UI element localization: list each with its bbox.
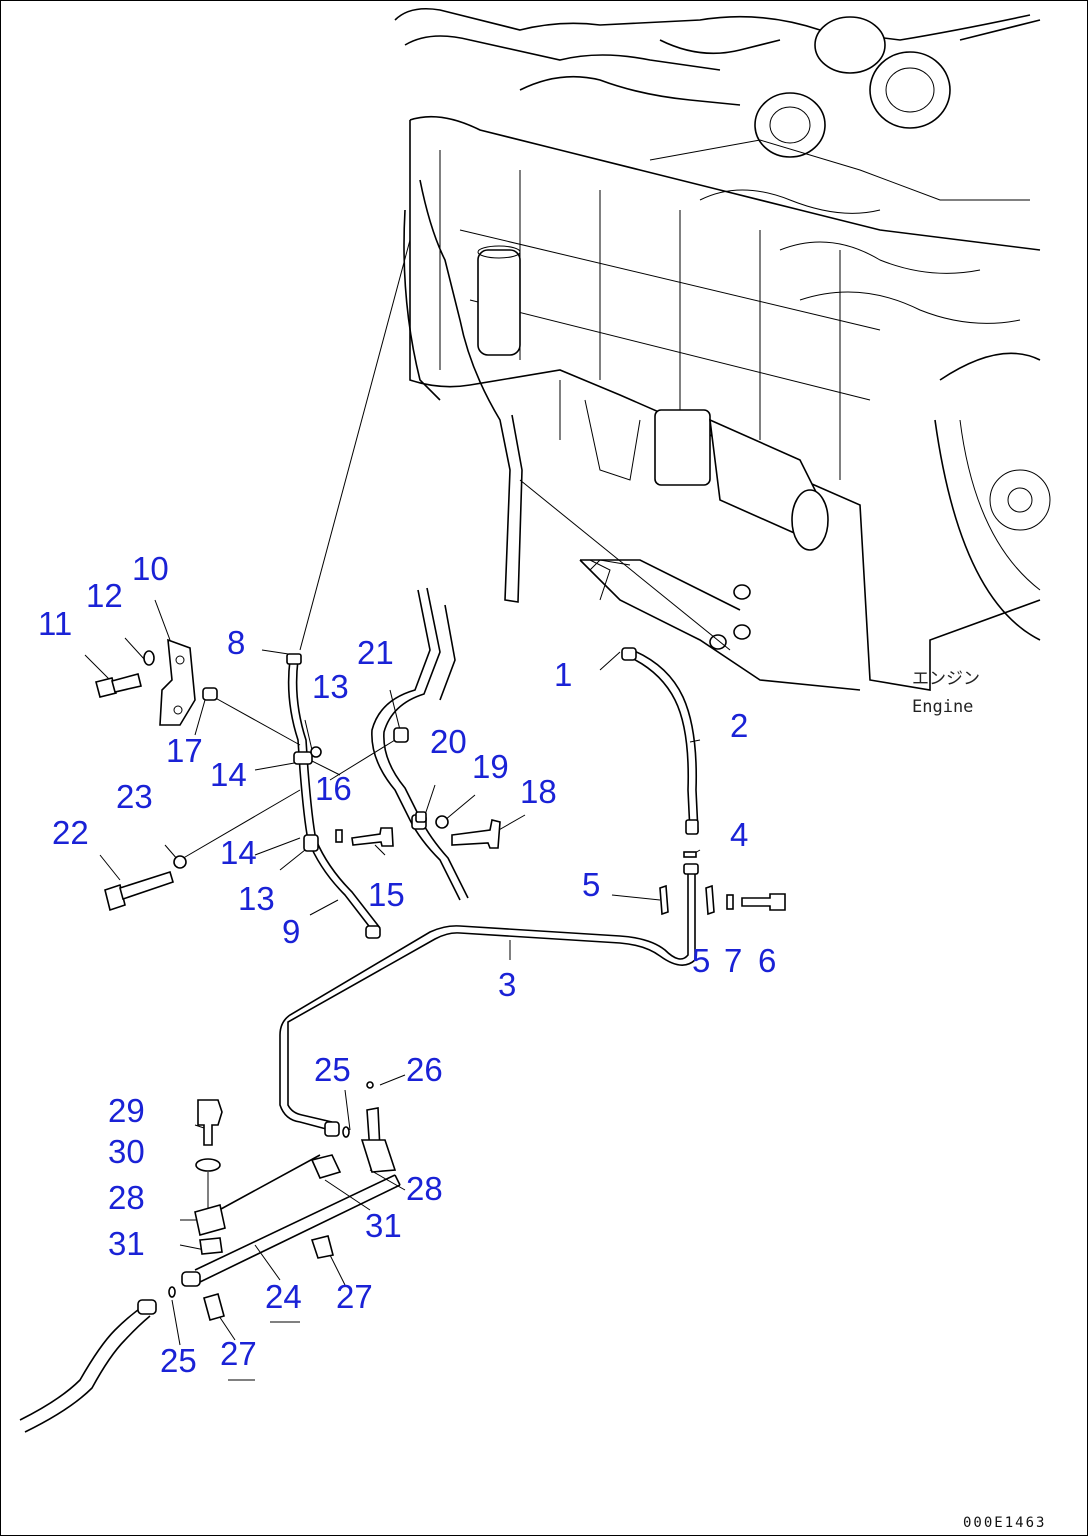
callout-12: 12 bbox=[86, 577, 123, 614]
callout-13b: 13 bbox=[238, 880, 275, 917]
callout-21: 21 bbox=[357, 634, 394, 671]
o-ring-part-25a bbox=[342, 1126, 350, 1138]
callout-14b: 14 bbox=[220, 834, 257, 871]
washer-part-23 bbox=[173, 855, 187, 869]
engine-illustration bbox=[394, 7, 1051, 691]
clamp-part-14b bbox=[303, 834, 319, 852]
callout-9: 9 bbox=[282, 913, 300, 950]
tube-part-8-9 bbox=[286, 653, 381, 939]
washer-part-16 bbox=[335, 829, 343, 843]
spacer-part-13a bbox=[310, 746, 322, 758]
callout-27b: 27 bbox=[336, 1278, 373, 1315]
callout-31b: 31 bbox=[365, 1207, 402, 1244]
callout-5a: 5 bbox=[582, 866, 600, 903]
clamp-part-28 bbox=[194, 1204, 226, 1236]
callout-5b: 5 bbox=[692, 942, 710, 979]
pipe-tube-2 bbox=[621, 647, 699, 835]
callout-28b: 28 bbox=[406, 1170, 443, 1207]
callout-16: 16 bbox=[315, 770, 352, 807]
callout-31a: 31 bbox=[108, 1225, 145, 1262]
callout-27a: 27 bbox=[220, 1335, 257, 1372]
bolt-part-6 bbox=[741, 893, 786, 911]
clip-part-5a bbox=[659, 884, 669, 916]
callout-2: 2 bbox=[730, 707, 748, 744]
tube-part-24 bbox=[19, 1154, 401, 1433]
clip-part-5b bbox=[705, 884, 715, 916]
callout-18: 18 bbox=[520, 773, 557, 810]
callout-8: 8 bbox=[227, 624, 245, 661]
callout-23: 23 bbox=[116, 778, 153, 815]
callout-1: 1 bbox=[554, 656, 572, 693]
callout-labels: 1 2 3 4 5 5 6 7 8 9 10 11 12 13 13 14 14… bbox=[38, 550, 776, 1379]
clamp-upper-28 bbox=[360, 1139, 397, 1173]
washer-part-7 bbox=[726, 894, 734, 910]
washer-part-12 bbox=[143, 650, 155, 666]
callout-22: 22 bbox=[52, 814, 89, 851]
o-ring-part-4 bbox=[683, 851, 697, 858]
callout-29: 29 bbox=[108, 1092, 145, 1129]
callout-26: 26 bbox=[406, 1051, 443, 1088]
callout-7: 7 bbox=[724, 942, 742, 979]
callout-6: 6 bbox=[758, 942, 776, 979]
callout-20: 20 bbox=[430, 723, 467, 760]
callout-4: 4 bbox=[730, 816, 748, 853]
bracket-part-27b bbox=[310, 1235, 334, 1259]
bolt-part-18 bbox=[451, 819, 501, 849]
pipe-part-21 bbox=[371, 587, 469, 901]
engine-label-jp: エンジン bbox=[912, 669, 980, 689]
clamp-part-31 bbox=[199, 1237, 223, 1255]
callout-24: 24 bbox=[265, 1278, 302, 1315]
callout-10: 10 bbox=[132, 550, 169, 587]
callout-13a: 13 bbox=[312, 668, 349, 705]
washer-part-19 bbox=[435, 815, 449, 829]
callout-25a: 25 bbox=[314, 1051, 351, 1088]
seal-part-26 bbox=[366, 1081, 374, 1089]
callout-17: 17 bbox=[166, 732, 203, 769]
pipe-tube-3 bbox=[279, 863, 699, 1137]
leader-lines bbox=[84, 239, 731, 1346]
callout-30: 30 bbox=[108, 1133, 145, 1170]
bolt-part-15 bbox=[351, 827, 394, 847]
bolt-part-29 bbox=[197, 1099, 223, 1146]
callout-14a: 14 bbox=[210, 756, 247, 793]
clamp-part-14a bbox=[293, 751, 313, 765]
callout-15: 15 bbox=[368, 876, 405, 913]
callout-28a: 28 bbox=[108, 1179, 145, 1216]
bracket-part-27a bbox=[203, 1293, 225, 1321]
washer-part-30 bbox=[195, 1158, 221, 1172]
figure-number: 000E1463 bbox=[963, 1515, 1046, 1531]
bolt-part-22 bbox=[104, 883, 126, 912]
spacer-part-20 bbox=[415, 811, 427, 823]
engine-label-en: Engine bbox=[912, 697, 973, 717]
bolt-part-11 bbox=[95, 677, 117, 698]
callout-19: 19 bbox=[472, 748, 509, 785]
callout-25b: 25 bbox=[160, 1342, 197, 1379]
bracket-part-10 bbox=[159, 638, 196, 726]
o-ring-part-25b bbox=[168, 1286, 176, 1298]
spacer-part-17 bbox=[202, 687, 218, 701]
callout-3: 3 bbox=[498, 966, 516, 1003]
clamp-part-31b bbox=[310, 1154, 342, 1179]
callout-11: 11 bbox=[38, 605, 72, 642]
